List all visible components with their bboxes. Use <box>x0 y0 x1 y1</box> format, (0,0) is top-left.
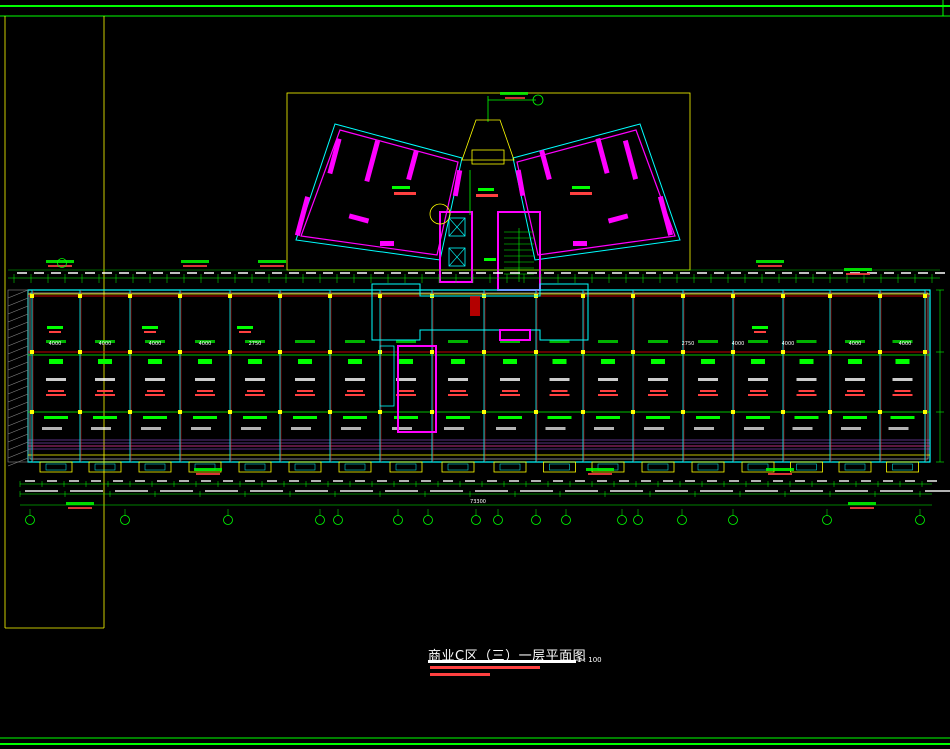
axis-bubble <box>315 515 325 525</box>
bay-dimension-label: 4000 <box>732 341 745 347</box>
axis-bubble <box>120 515 130 525</box>
bay-dimension-label: 2750 <box>682 341 695 347</box>
axis-bubble <box>531 515 541 525</box>
axis-bubble <box>493 515 503 525</box>
axis-bubble <box>677 515 687 525</box>
axis-bubble <box>393 515 403 525</box>
bay-dimension-label: 4000 <box>149 341 162 347</box>
axis-bubble <box>561 515 571 525</box>
dimension-lines: 4000 4000 4000 4000 2750 2750 4000 4000 4000 4000… <box>8 260 950 509</box>
bay-dimension-label: 4000 <box>849 341 862 347</box>
axis-bubble <box>223 515 233 525</box>
axis-bubble <box>423 515 433 525</box>
bay-dimension-label: 4000 <box>782 341 795 347</box>
grid-axis-markers <box>25 258 925 525</box>
title-notes <box>430 666 540 676</box>
bay-dimension-label: 4000 <box>49 341 62 347</box>
axis-bubble <box>617 515 627 525</box>
bay-dimension-label: 4000 <box>99 341 112 347</box>
north-arrow-icon <box>487 92 544 122</box>
overall-dimension-label: 73300 <box>470 499 486 505</box>
axis-bubble <box>915 515 925 525</box>
axis-bubble <box>728 515 738 525</box>
bay-dimension-label: 4000 <box>199 341 212 347</box>
axis-bubble <box>471 515 481 525</box>
axis-bubble <box>333 515 343 525</box>
bay-dimension-label: 4000 <box>899 341 912 347</box>
axis-bubble <box>25 515 35 525</box>
main-building <box>7 283 931 473</box>
title-underline <box>428 660 576 663</box>
bay-dimension-label: 2750 <box>249 341 262 347</box>
upper-wing <box>294 119 681 291</box>
drawing-scale: 1 : 100 <box>577 656 602 664</box>
axis-bubble <box>633 515 643 525</box>
axis-bubble <box>822 515 832 525</box>
